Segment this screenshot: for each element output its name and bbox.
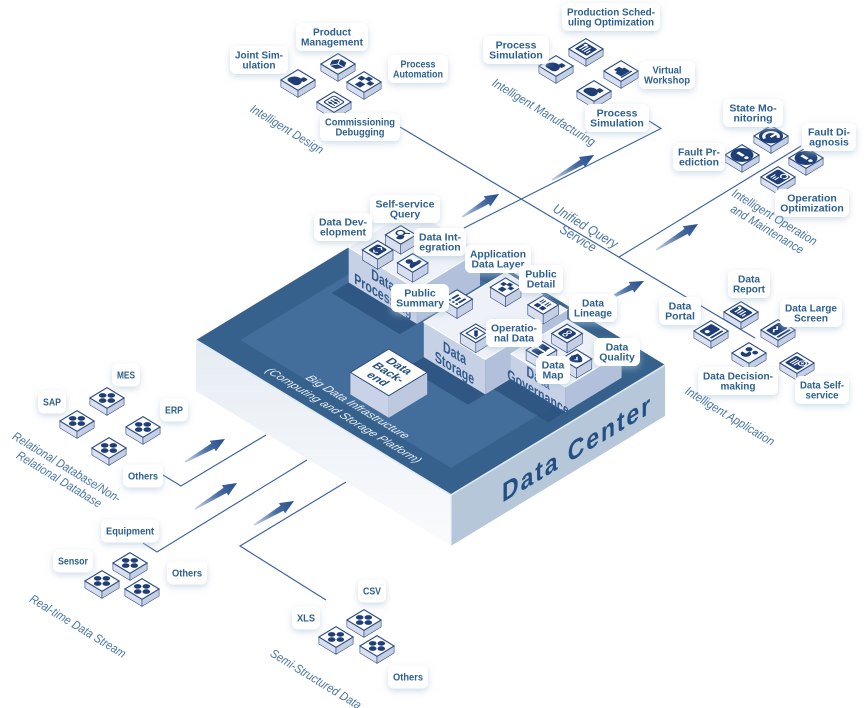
svg-text:CSV: CSV bbox=[363, 586, 381, 598]
svg-text:Quality: Quality bbox=[599, 352, 635, 364]
svg-text:Simulation: Simulation bbox=[590, 118, 644, 130]
svg-text:service: service bbox=[806, 390, 839, 402]
svg-text:Summary: Summary bbox=[396, 298, 444, 310]
svg-text:Data Int-: Data Int- bbox=[419, 232, 462, 244]
svg-text:elopment: elopment bbox=[320, 227, 366, 239]
svg-text:Data Layer: Data Layer bbox=[472, 259, 525, 271]
svg-text:egration: egration bbox=[419, 242, 460, 254]
svg-text:Sensor: Sensor bbox=[58, 556, 88, 568]
svg-text:MES: MES bbox=[117, 370, 135, 382]
svg-text:Automation: Automation bbox=[393, 69, 443, 81]
svg-text:Debugging: Debugging bbox=[336, 127, 385, 139]
svg-text:Data Self-: Data Self- bbox=[800, 380, 844, 392]
svg-text:Data: Data bbox=[582, 298, 604, 310]
svg-text:State Mo-: State Mo- bbox=[729, 103, 777, 115]
svg-text:Lineage: Lineage bbox=[574, 308, 612, 320]
svg-text:Others: Others bbox=[172, 568, 202, 580]
svg-text:Data Dev-: Data Dev- bbox=[319, 217, 367, 229]
svg-text:Others: Others bbox=[393, 672, 423, 684]
svg-text:Virtual: Virtual bbox=[653, 65, 682, 77]
svg-text:Process: Process bbox=[597, 108, 638, 120]
svg-text:Report: Report bbox=[733, 284, 765, 296]
svg-text:ulation: ulation bbox=[243, 60, 276, 72]
svg-text:Map: Map bbox=[543, 370, 564, 382]
svg-text:ERP: ERP bbox=[165, 405, 183, 417]
svg-text:Equipment: Equipment bbox=[106, 526, 154, 538]
svg-text:Public: Public bbox=[525, 269, 557, 281]
svg-text:Detail: Detail bbox=[527, 279, 556, 291]
svg-text:Optimization: Optimization bbox=[780, 203, 844, 215]
svg-text:Data: Data bbox=[738, 274, 760, 286]
svg-text:Others: Others bbox=[128, 471, 158, 483]
svg-text:nitoring: nitoring bbox=[733, 113, 772, 125]
svg-text:Self-service: Self-service bbox=[376, 199, 435, 211]
svg-text:Query: Query bbox=[390, 209, 421, 221]
svg-text:SAP: SAP bbox=[43, 397, 61, 409]
svg-text:agnosis: agnosis bbox=[809, 137, 849, 149]
svg-text:Operation: Operation bbox=[787, 193, 837, 205]
svg-text:Data: Data bbox=[542, 360, 565, 372]
svg-text:Workshop: Workshop bbox=[644, 75, 690, 87]
svg-text:Process: Process bbox=[401, 59, 436, 71]
svg-text:Application: Application bbox=[470, 249, 526, 261]
svg-text:making: making bbox=[721, 381, 756, 393]
svg-text:Data Large: Data Large bbox=[785, 303, 837, 315]
svg-text:Commissioning: Commissioning bbox=[325, 117, 395, 129]
svg-text:Fault Di-: Fault Di- bbox=[808, 127, 850, 139]
svg-text:Data: Data bbox=[606, 342, 629, 354]
svg-text:XLS: XLS bbox=[297, 613, 315, 625]
svg-text:Operatio-: Operatio- bbox=[491, 323, 537, 335]
svg-text:Portal: Portal bbox=[665, 311, 695, 323]
svg-text:uling Optimization: uling Optimization bbox=[568, 17, 654, 29]
svg-text:Public: Public bbox=[404, 288, 436, 300]
svg-text:Screen: Screen bbox=[794, 313, 828, 325]
svg-text:ediction: ediction bbox=[679, 157, 719, 169]
svg-text:Management: Management bbox=[301, 37, 363, 49]
svg-text:nal Data: nal Data bbox=[494, 333, 534, 345]
svg-text:Data: Data bbox=[669, 301, 692, 313]
svg-text:Data Decision-: Data Decision- bbox=[703, 371, 773, 383]
svg-text:Fault Pr-: Fault Pr- bbox=[678, 147, 720, 159]
svg-text:Simulation: Simulation bbox=[489, 50, 543, 62]
svg-text:Product: Product bbox=[313, 27, 351, 39]
svg-text:Process: Process bbox=[496, 40, 537, 52]
svg-text:Production Sched-: Production Sched- bbox=[567, 7, 655, 19]
svg-text:Joint Sim-: Joint Sim- bbox=[235, 50, 283, 62]
